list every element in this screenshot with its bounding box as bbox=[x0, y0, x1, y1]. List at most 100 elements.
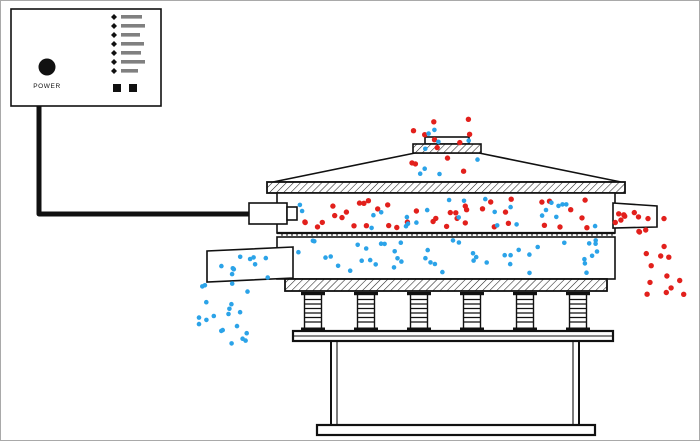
indicator-label bbox=[121, 33, 140, 37]
left-discharge-blue-dot bbox=[229, 341, 234, 346]
right-discharge-red-dot bbox=[661, 215, 667, 222]
upper-chamber-red-dot bbox=[539, 199, 545, 205]
lower-chamber-blue-dot bbox=[296, 249, 301, 255]
inlet-stream-red-dot bbox=[431, 119, 437, 125]
upper-chamber-blue-dot bbox=[461, 198, 467, 204]
upper-chamber-red-dot bbox=[508, 196, 514, 202]
upper-chamber-red-dot bbox=[462, 203, 468, 209]
base-foot-flange bbox=[315, 423, 597, 437]
upper-chamber-red-dot bbox=[314, 224, 321, 230]
left-discharge-blue-dot bbox=[244, 330, 249, 336]
upper-chamber-red-dot bbox=[351, 223, 357, 229]
inlet-stream-blue-dot bbox=[475, 157, 480, 162]
lower-chamber-blue-dot bbox=[398, 240, 404, 245]
left-discharge-blue-dot bbox=[200, 284, 205, 289]
power-knob bbox=[38, 58, 56, 76]
indicator-list bbox=[111, 14, 145, 74]
indicator-label bbox=[121, 15, 142, 19]
lower-chamber-blue-dot bbox=[395, 255, 400, 261]
upper-chamber-blue-dot bbox=[414, 220, 419, 225]
lower-chamber-blue-dot bbox=[470, 251, 476, 256]
lower-chamber-blue-dot bbox=[593, 238, 598, 243]
power-knob-label: POWER bbox=[33, 83, 61, 90]
lower-chamber-blue-dot bbox=[355, 242, 361, 248]
upper-chamber-red-dot bbox=[568, 207, 574, 213]
lower-chamber-blue-dot bbox=[584, 270, 589, 276]
inlet-stream-blue-dot bbox=[423, 146, 428, 152]
oversize-outlet bbox=[612, 202, 658, 229]
upper-chamber-red-dot bbox=[579, 215, 585, 221]
lower-chamber-blue-dot bbox=[508, 252, 513, 258]
indicator-label bbox=[121, 24, 145, 28]
right-discharge-red-dot bbox=[666, 254, 672, 260]
lower-chamber-blue-dot bbox=[335, 263, 341, 269]
left-spout-blue-dot bbox=[237, 254, 243, 260]
upper-chamber-blue-dot bbox=[456, 215, 462, 220]
lower-chamber-blue-dot bbox=[507, 261, 513, 267]
inlet-stream-red-dot bbox=[422, 132, 428, 138]
upper-chamber-blue-dot bbox=[404, 214, 410, 220]
upper-chamber-red-dot bbox=[584, 225, 590, 231]
left-discharge-blue-dot bbox=[229, 301, 234, 307]
right-discharge-red-dot bbox=[647, 279, 653, 286]
upper-chamber-red-dot bbox=[462, 220, 468, 226]
lower-chamber-blue-dot bbox=[473, 254, 479, 260]
left-discharge-blue-dot bbox=[227, 306, 232, 312]
base-stand bbox=[315, 341, 597, 437]
upper-chamber-red-dot bbox=[557, 224, 563, 230]
inlet-stream-blue-dot bbox=[436, 139, 441, 145]
right-spout-red-dot bbox=[621, 212, 627, 218]
upper-chamber-red-dot bbox=[339, 214, 345, 221]
lower-chamber-blue-dot bbox=[589, 253, 595, 259]
left-discharge-blue-dot bbox=[211, 313, 217, 319]
right-spout-red-dot bbox=[645, 215, 651, 222]
upper-chamber-blue-dot bbox=[446, 197, 452, 203]
inlet-stream-blue-dot bbox=[466, 138, 472, 143]
spring bbox=[407, 292, 431, 331]
lower-chamber-blue-dot bbox=[423, 255, 428, 261]
base-plate bbox=[291, 329, 615, 343]
upper-chamber-red-dot bbox=[363, 223, 370, 229]
right-discharge-red-dot bbox=[643, 227, 649, 233]
fines-outlet bbox=[206, 246, 294, 283]
lower-chamber-blue-dot bbox=[347, 268, 353, 274]
lower-chamber-blue-dot bbox=[425, 247, 431, 253]
left-discharge-blue-dot bbox=[204, 317, 209, 323]
right-discharge-red-dot bbox=[648, 263, 654, 269]
lower-chamber-blue-dot bbox=[378, 241, 384, 246]
lower-chamber-blue-dot bbox=[359, 258, 365, 264]
left-spout-blue-dot bbox=[247, 256, 253, 262]
lower-chamber-blue-dot bbox=[310, 238, 316, 244]
lower-chamber-blue-dot bbox=[399, 259, 404, 264]
upper-chamber-red-dot bbox=[502, 209, 509, 215]
inlet-stream-red-dot bbox=[410, 128, 417, 134]
switch-button bbox=[129, 84, 137, 92]
lower-chamber-blue-dot bbox=[593, 241, 598, 246]
right-spout-red-dot bbox=[612, 219, 618, 226]
right-discharge-red-dot bbox=[658, 253, 664, 259]
upper-chamber-blue-dot bbox=[494, 223, 500, 228]
indicator-label bbox=[121, 69, 138, 73]
indicator-bullet bbox=[111, 50, 117, 56]
upper-chamber-red-dot bbox=[505, 220, 512, 226]
lower-chamber-blue-dot bbox=[428, 260, 433, 265]
lower-chamber-blue-dot bbox=[527, 252, 532, 257]
spring bbox=[513, 292, 537, 331]
left-discharge-blue-dot bbox=[237, 309, 243, 315]
indicator-label bbox=[121, 42, 144, 46]
right-discharge-red-dot bbox=[636, 229, 643, 235]
lower-chamber-blue-dot bbox=[594, 249, 600, 254]
upper-chamber-blue-dot bbox=[560, 202, 565, 207]
lower-chamber-blue-dot bbox=[516, 247, 521, 253]
ultrasonic-generator-box: POWER bbox=[10, 8, 162, 107]
upper-chamber-red-dot bbox=[488, 199, 494, 205]
upper-chamber-red-dot bbox=[343, 209, 350, 215]
upper-chamber-red-dot bbox=[479, 206, 486, 212]
upper-chamber-red-dot bbox=[365, 198, 372, 204]
upper-chamber-red-dot bbox=[386, 222, 392, 229]
left-spout-blue-dot bbox=[231, 267, 237, 272]
lower-chamber-blue-dot bbox=[484, 260, 490, 265]
lower-chamber-blue-dot bbox=[582, 261, 588, 266]
lower-chamber-blue-dot bbox=[582, 256, 587, 262]
left-discharge-blue-dot bbox=[226, 311, 231, 317]
